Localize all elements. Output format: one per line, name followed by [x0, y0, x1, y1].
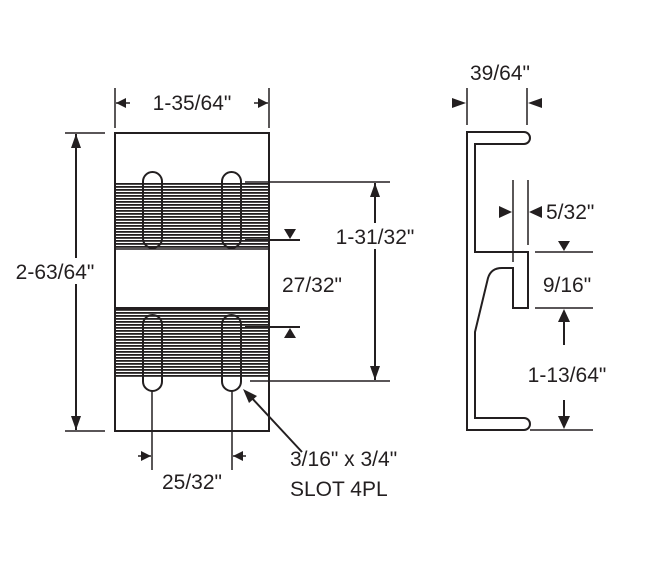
slot-count-label: SLOT 4PL: [290, 478, 388, 501]
tab-height-dimension: 9/16": [535, 241, 593, 309]
width-dimension: 1-35/64": [114, 88, 270, 128]
slot-note: 3/16" x 3/4" SLOT 4PL: [243, 389, 397, 501]
slots: [142, 171, 242, 392]
lower-dimension: 1-13/64": [528, 309, 607, 431]
tab-thickness-label: 5/32": [546, 201, 594, 224]
slot-size-label: 3/16" x 3/4": [290, 448, 397, 471]
height-dimension: 2-63/64": [5, 132, 105, 432]
band-span-dimension: 1-31/32": [245, 181, 420, 382]
upper-rib-band: [116, 182, 268, 249]
lower-dimension-label: 1-13/64": [528, 364, 607, 387]
width-dimension-label: 1-35/64": [153, 92, 232, 115]
height-dimension-label: 2-63/64": [16, 261, 95, 284]
slot: [221, 171, 242, 249]
gap-label: 27/32": [282, 274, 342, 297]
slot-spacing-label: 25/32": [162, 471, 222, 494]
profile-outline: [466, 131, 531, 431]
plate-outline: [114, 132, 270, 432]
tab-height-label: 9/16": [543, 274, 591, 297]
tab-thickness-dimension: 5/32": [499, 180, 594, 262]
gap-dimension: 27/32": [245, 229, 342, 338]
depth-label: 39/64": [470, 62, 530, 85]
band-span-label: 1-31/32": [336, 226, 415, 249]
side-view: 39/64" 5/32" 9/16" 1-13/64": [452, 62, 607, 431]
slot: [142, 171, 163, 249]
depth-dimension: 39/64": [452, 62, 542, 125]
front-view: 1-35/64" 2-63/64" 1-31/32": [5, 88, 420, 501]
lower-rib-band: [116, 308, 268, 378]
slot-spacing-dimension: 25/32": [138, 391, 246, 494]
